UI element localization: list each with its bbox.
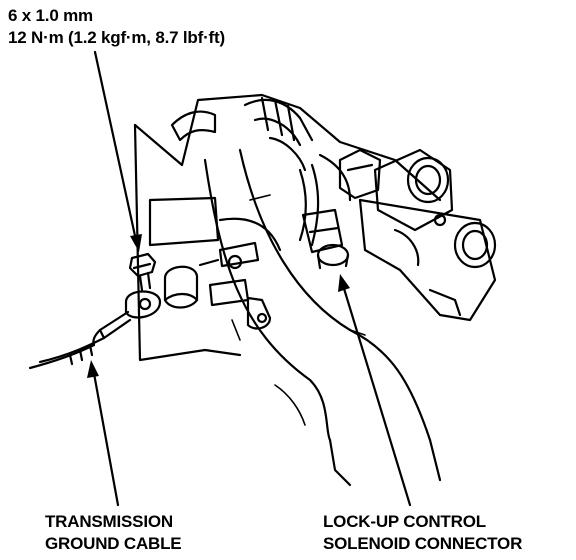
center-components	[163, 241, 272, 330]
wire-harness	[170, 96, 352, 247]
leader-arrowheads	[87, 234, 350, 378]
ground-cable	[28, 290, 162, 370]
detail-strokes	[231, 194, 366, 426]
torque-spec-label: 12 N·m (1.2 kgf·m, 8.7 lbf·ft)	[8, 28, 225, 47]
solenoid-connector	[301, 148, 382, 270]
ground-cable-label-line1: TRANSMISSION	[45, 512, 173, 531]
solenoid-connector-label-line2: SOLENOID CONNECTOR	[323, 534, 523, 553]
ground-bolt	[128, 252, 157, 292]
ground-cable-label-line2: GROUND CABLE	[45, 534, 182, 553]
solenoid-connector-label-line1: LOCK-UP CONTROL	[323, 512, 486, 531]
housing-outline	[133, 93, 442, 487]
bolt-size-label: 6 x 1.0 mm	[8, 6, 93, 25]
leader-lines	[91, 50, 412, 507]
solenoid-valves	[358, 148, 497, 322]
